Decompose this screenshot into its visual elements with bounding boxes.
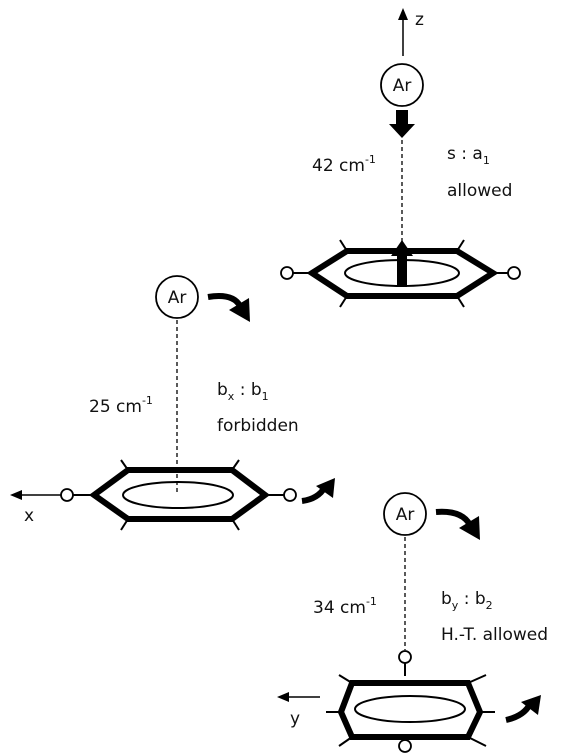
wavenumber-bx: 25 cm-1 bbox=[89, 394, 153, 417]
h-bond-s-1 bbox=[339, 239, 348, 252]
x-axis-arrowhead bbox=[10, 490, 22, 500]
selection-rule-by: H.-T. allowed bbox=[441, 625, 548, 645]
substituent-atom-bx-right bbox=[283, 488, 297, 502]
h-bond-by-1 bbox=[338, 674, 353, 684]
argon-atom-by bbox=[383, 492, 427, 536]
x-axis-label: x bbox=[24, 506, 34, 526]
curved-motion-arrow-bx-icon bbox=[207, 293, 243, 308]
curved-arrowhead-bx bbox=[229, 298, 250, 322]
argon-atom-s bbox=[380, 63, 424, 107]
wavenumber-s: 42 cm-1 bbox=[312, 153, 376, 176]
symmetry-bx: bx : b1 bbox=[217, 380, 269, 403]
substituent-atom-s-left bbox=[280, 266, 294, 280]
curved-motion-arrow-by-ring-icon bbox=[505, 702, 533, 723]
substituent-atom-s-right bbox=[507, 266, 521, 280]
aromatic-ring-by bbox=[354, 695, 466, 723]
h-bond-bx-4 bbox=[231, 518, 240, 531]
h-bond-by-6 bbox=[467, 736, 487, 747]
symmetry-s: s : a1 bbox=[447, 144, 490, 167]
selection-rule-bx: forbidden bbox=[217, 416, 299, 436]
h-bond-bx-3 bbox=[120, 518, 129, 531]
wavenumber-by: 34 cm-1 bbox=[313, 595, 377, 618]
h-bond-bx-2 bbox=[231, 459, 240, 471]
panel-by-mode: Ar 34 cm-1 by : b2 H.-T. allowed y bbox=[277, 492, 548, 753]
h-bond-by-2 bbox=[467, 674, 487, 684]
symmetry-by: by : b2 bbox=[441, 589, 493, 612]
substituent-atom-by-bottom bbox=[398, 739, 412, 753]
h-bond-by-5 bbox=[338, 736, 353, 747]
selection-rule-s: allowed bbox=[447, 181, 512, 201]
z-axis-arrowhead bbox=[398, 8, 408, 20]
curved-arrowhead-by bbox=[459, 516, 480, 540]
z-axis-label: z bbox=[415, 10, 424, 30]
down-motion-arrow-icon bbox=[389, 110, 415, 138]
argon-label-bx: Ar bbox=[168, 288, 187, 308]
argon-label-s: Ar bbox=[393, 76, 412, 96]
panel-s-mode: z Ar 42 cm-1 s : a1 allowed bbox=[280, 8, 521, 308]
aromatic-ring-bx bbox=[122, 481, 234, 509]
curved-motion-arrow-by-icon bbox=[435, 508, 473, 527]
panel-bx-mode: Ar 25 cm-1 bx : b1 forbidden x bbox=[10, 275, 335, 531]
h-bond-s-2 bbox=[456, 239, 465, 252]
substituent-atom-by-top bbox=[398, 650, 412, 664]
benzene-ring-by bbox=[337, 680, 484, 740]
y-axis-arrowhead bbox=[277, 692, 289, 702]
curved-arrowhead-bx-ring bbox=[316, 478, 335, 498]
substituent-atom-bx-left bbox=[60, 488, 74, 502]
benzene-ring-bx bbox=[88, 467, 271, 522]
curved-arrowhead-by-ring bbox=[521, 695, 541, 715]
h-bond-s-4 bbox=[456, 295, 465, 308]
argon-atom-bx bbox=[155, 275, 199, 319]
argon-label-by: Ar bbox=[396, 505, 415, 525]
h-bond-s-3 bbox=[339, 295, 348, 308]
h-bond-bx-1 bbox=[120, 459, 129, 471]
y-axis-label: y bbox=[290, 709, 300, 729]
up-motion-arrow-icon bbox=[391, 240, 413, 287]
